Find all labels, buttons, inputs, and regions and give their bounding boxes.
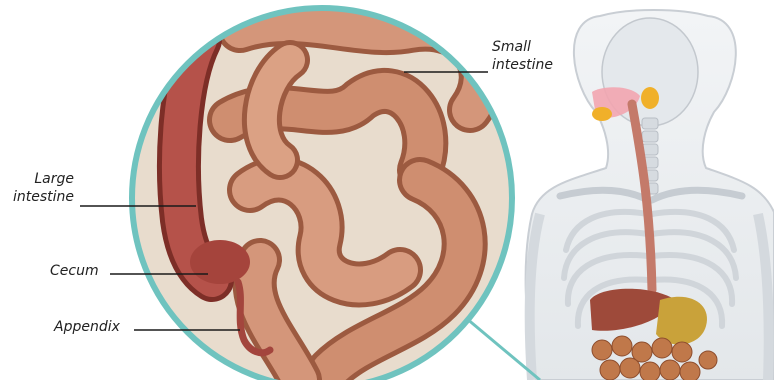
large-intestine-label: Large intestine <box>4 170 74 206</box>
human-body-figure <box>526 10 774 380</box>
salivary-gland-left <box>592 107 612 121</box>
salivary-gland-right <box>641 87 659 109</box>
large-intestine-label-line2: intestine <box>4 188 74 206</box>
small-intestine-label-line2: intestine <box>492 56 553 74</box>
appendix-label: Appendix <box>54 318 120 336</box>
cecum-pouch <box>190 240 250 284</box>
small-intestine-label-line1: Small <box>492 38 553 56</box>
small-intestine-label: Small intestine <box>492 38 553 74</box>
magnified-intestine-circle <box>130 0 520 380</box>
cecum-label: Cecum <box>50 262 99 280</box>
large-intestine-label-line1: Large <box>4 170 74 188</box>
